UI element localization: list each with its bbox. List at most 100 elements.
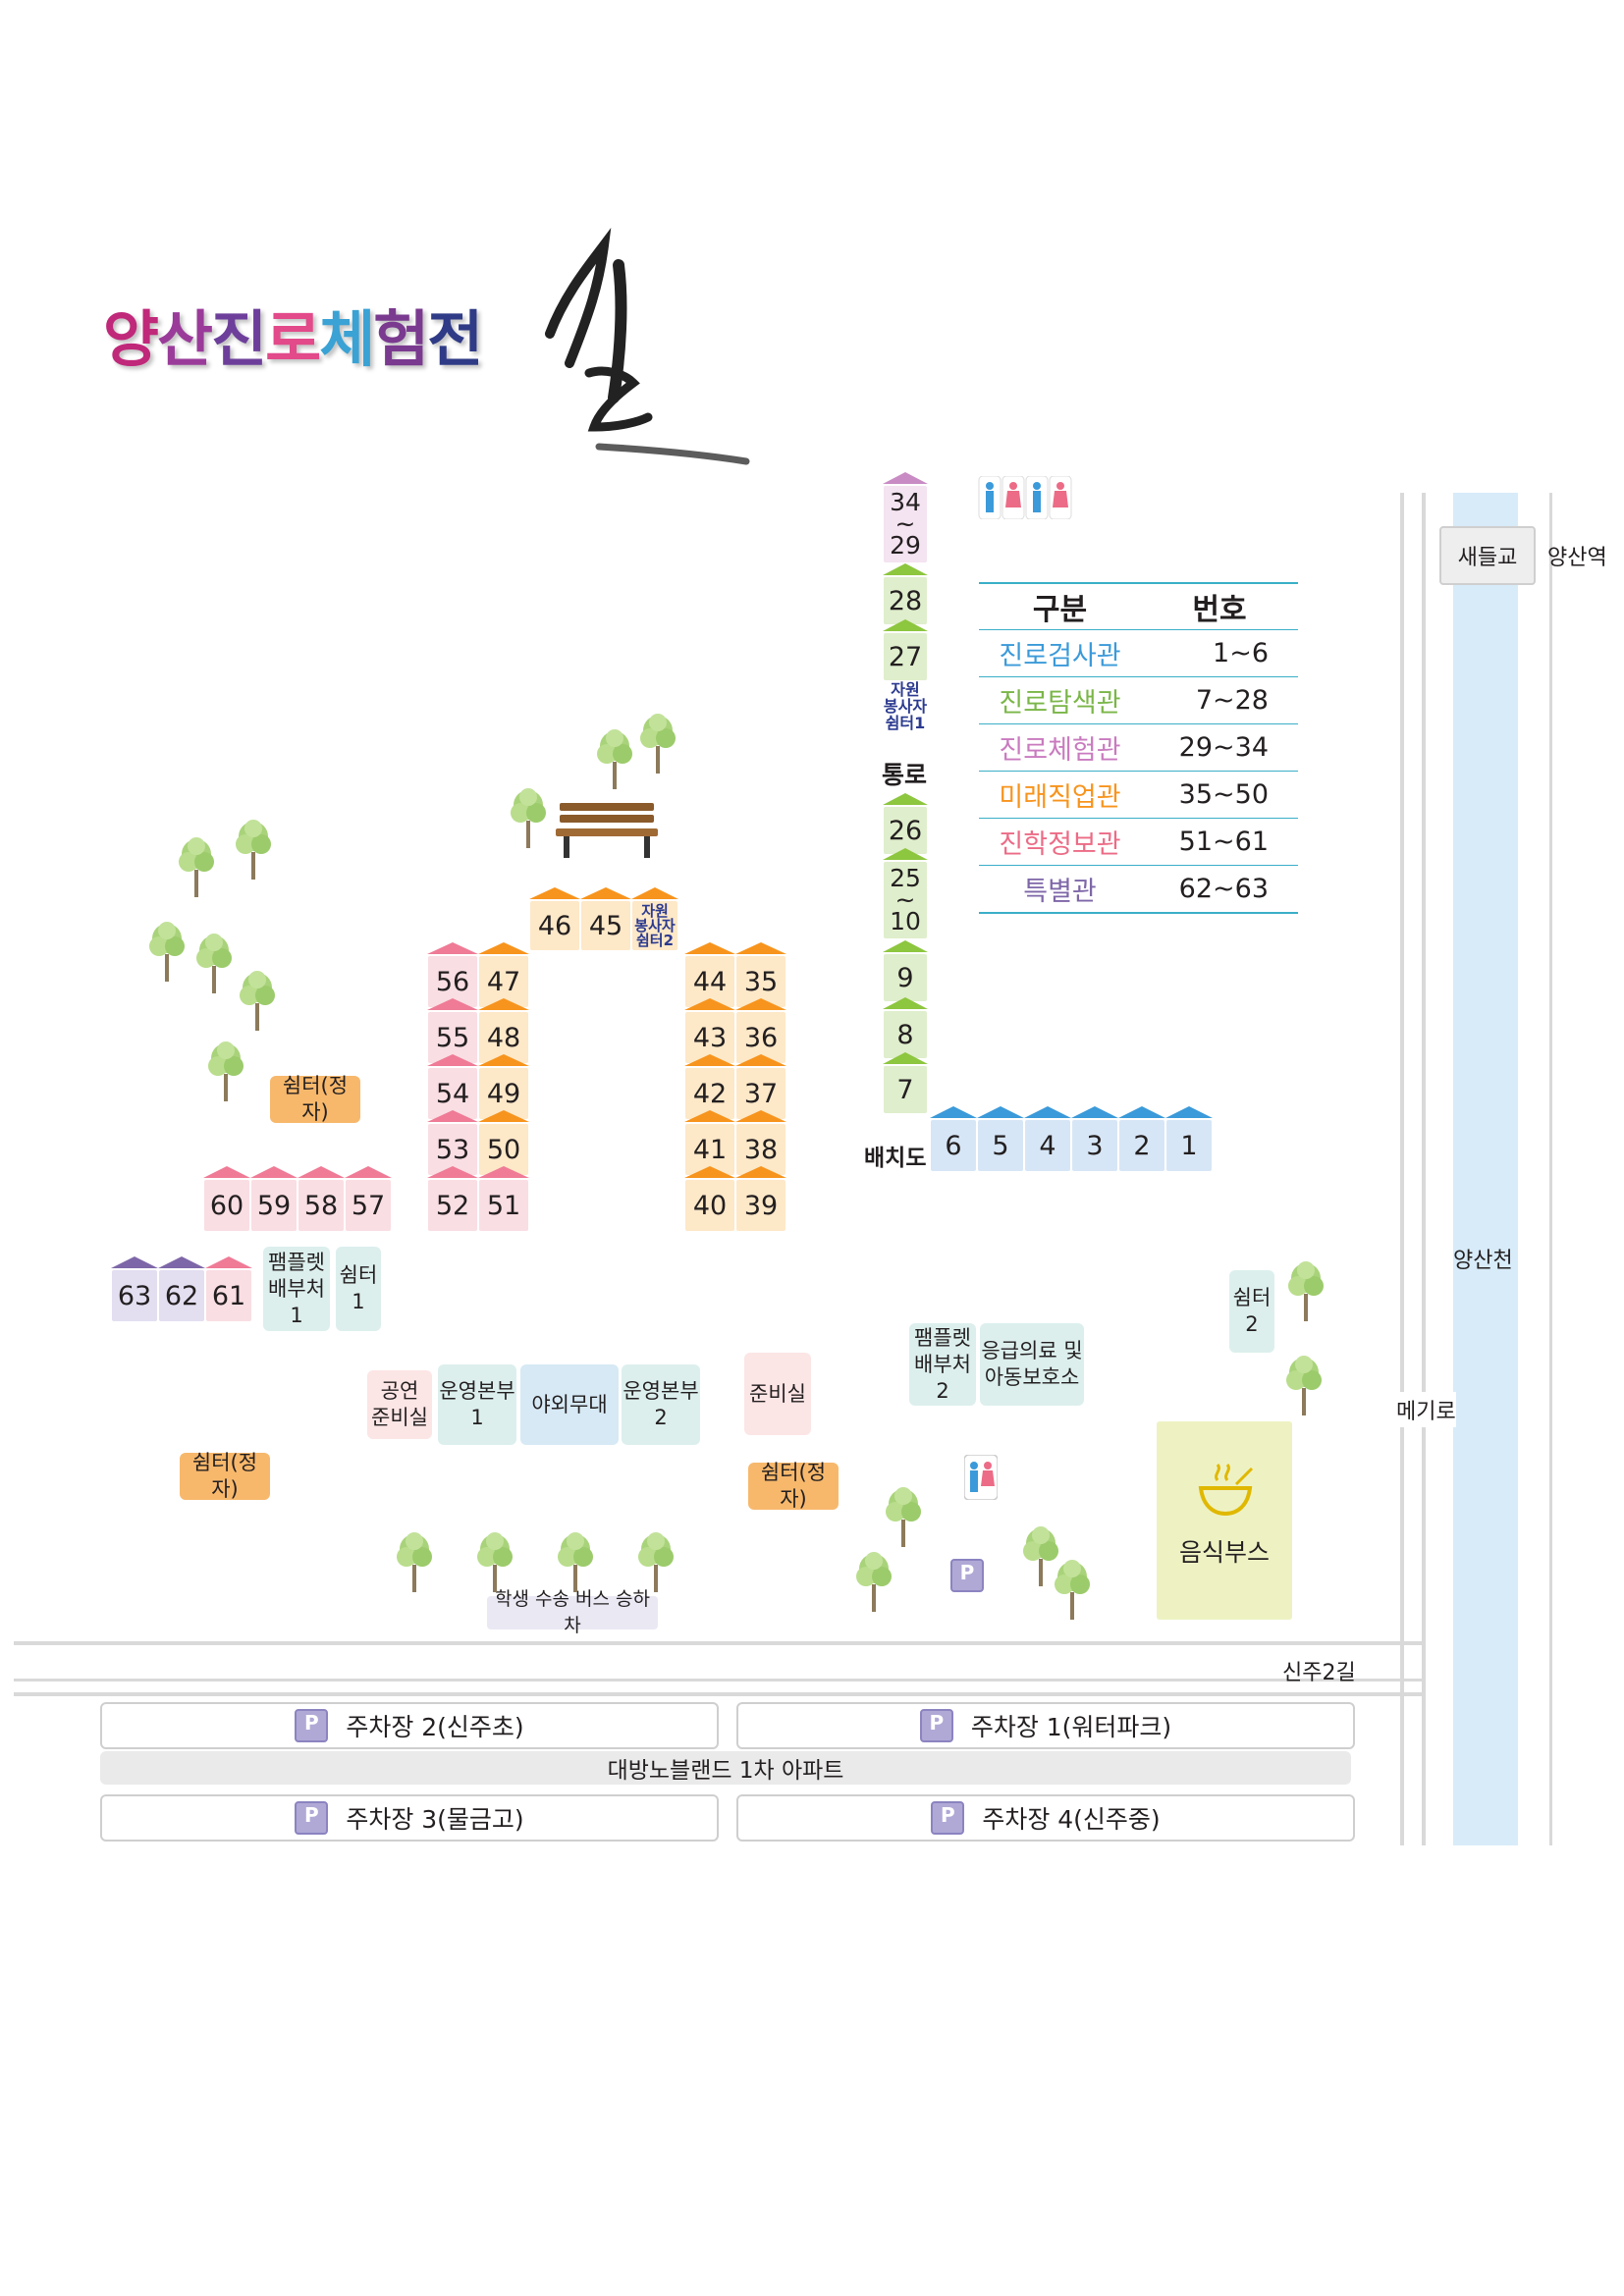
prep-room-label: 준비실 (749, 1381, 806, 1406)
booth-roof (478, 1110, 529, 1122)
booth-number: 42 (692, 1078, 728, 1109)
booth: 52 (427, 1166, 478, 1231)
booth-number: 43 (692, 1022, 728, 1053)
booth-number: 53 (435, 1134, 470, 1165)
parking-icon: P (931, 1801, 965, 1835)
first-aid-label: 응급의료 및 아동보호소 (981, 1339, 1083, 1389)
booth-roof (427, 998, 478, 1010)
bus-stop: 학생 수송 버스 승하차 (487, 1588, 658, 1636)
restroom-icon (964, 1455, 998, 1500)
booth-roof (883, 848, 928, 860)
ops-hq-1: 운영본부 1 (438, 1364, 516, 1445)
booth-number: 62 (164, 1280, 199, 1311)
first-aid-station: 응급의료 및 아동보호소 (980, 1323, 1084, 1406)
booth-roof (735, 1054, 786, 1066)
booth-number: 61 (211, 1280, 246, 1311)
legend-header-number: 번호 (1141, 582, 1298, 630)
booth-number: 63 (117, 1280, 152, 1311)
booth-number: 48 (486, 1022, 521, 1053)
legend-category: 진로탐색관 (979, 676, 1142, 724)
tree-icon (208, 1041, 244, 1101)
booth-roof (930, 1106, 977, 1118)
shelter-1-label: 쉼터 1 (339, 1263, 378, 1313)
booth-roof (883, 997, 928, 1009)
booth-number: 39 (743, 1190, 779, 1221)
ops-hq-1-label: 운영본부 1 (439, 1379, 515, 1429)
tree-icon (477, 1532, 513, 1592)
booth: 39 (735, 1166, 786, 1231)
booth: 1 (1165, 1106, 1213, 1171)
performance-prep-label: 공연 준비실 (371, 1379, 428, 1429)
tree-icon (1023, 1526, 1058, 1586)
booth-roof (427, 1054, 478, 1066)
sinju-road-label: 신주2길 (1282, 1661, 1356, 1685)
booth-roof (977, 1106, 1024, 1118)
calligraphy-gil-icon (545, 227, 750, 465)
booth-roof (158, 1256, 205, 1268)
booth-roof (735, 1166, 786, 1178)
road-line (14, 1679, 1426, 1682)
title-char: 체 (319, 303, 375, 375)
legend-category: 진로검사관 (979, 629, 1142, 677)
legend-header-category: 구분 (979, 582, 1142, 630)
booth-roof (345, 1166, 392, 1178)
booth-roof (529, 887, 580, 899)
booth: 61 (205, 1256, 252, 1321)
tree-icon (397, 1532, 432, 1592)
road-line (14, 1641, 1426, 1645)
volunteer-shelter-1: 자원 봉사자 쉼터1 (883, 680, 928, 732)
booth: 28 (883, 563, 928, 624)
food-booth: 음식부스 (1157, 1421, 1292, 1620)
shelter-pavilion-label: 쉼터(정자) (191, 1451, 258, 1501)
booth-roof (427, 1166, 478, 1178)
performance-prep-room: 공연 준비실 (367, 1370, 432, 1439)
title-char: 진 (211, 303, 267, 375)
volunteer-shelter-2: 자원 봉사자 쉼터2 (631, 887, 678, 950)
booth-roof (735, 1110, 786, 1122)
pamphlet-desk-1: 팸플렛 배부처 1 (263, 1247, 330, 1331)
booth-number: 35 (743, 966, 779, 997)
ops-hq-2: 운영본부 2 (622, 1364, 700, 1445)
booth-number: 8 (896, 1019, 914, 1050)
booth: 2 (1118, 1106, 1165, 1171)
saedeul-bridge: 새들교 (1439, 526, 1536, 585)
booth-number: 4 (1039, 1130, 1056, 1161)
booth-roof (883, 1052, 928, 1064)
booth-roof (684, 942, 735, 954)
booth-roof (684, 1110, 735, 1122)
yangsan-stream (1453, 493, 1518, 1845)
tree-icon (1055, 1560, 1090, 1620)
booth-roof (427, 942, 478, 954)
booth-number: 7 (896, 1074, 914, 1105)
booth: 60 (203, 1166, 250, 1231)
booth-roof (580, 887, 631, 899)
shelter-2-label: 쉼터 2 (1232, 1286, 1272, 1336)
booth-number: 3 (1086, 1130, 1104, 1161)
bridge-label: 새들교 (1457, 546, 1518, 570)
legend-category: 진로체험관 (979, 723, 1142, 772)
booth-roof (205, 1256, 252, 1268)
booth-roof (203, 1166, 250, 1178)
page-title: 양산진로체험전 (103, 290, 483, 378)
booth-roof (478, 998, 529, 1010)
booth-number: 36 (743, 1022, 779, 1053)
legend-range: 1~6 (1141, 629, 1298, 677)
tree-icon (638, 1532, 674, 1592)
parking-icon: P (295, 1801, 329, 1835)
parking-icon: P (950, 1559, 984, 1592)
booth-number: 55 (435, 1022, 470, 1053)
booth: 45 (580, 887, 631, 950)
booth-number: 51 (486, 1190, 521, 1221)
shelter-pavilion-label: 쉼터(정자) (282, 1074, 349, 1124)
booth-roof (478, 1054, 529, 1066)
shelter-pavilion-1: 쉼터(정자) (270, 1074, 360, 1124)
booth-roof (1118, 1106, 1165, 1118)
booth-number: 1 (1180, 1130, 1198, 1161)
tree-icon (179, 837, 214, 897)
booth-number: 5 (992, 1130, 1009, 1161)
booth-roof (883, 472, 928, 484)
